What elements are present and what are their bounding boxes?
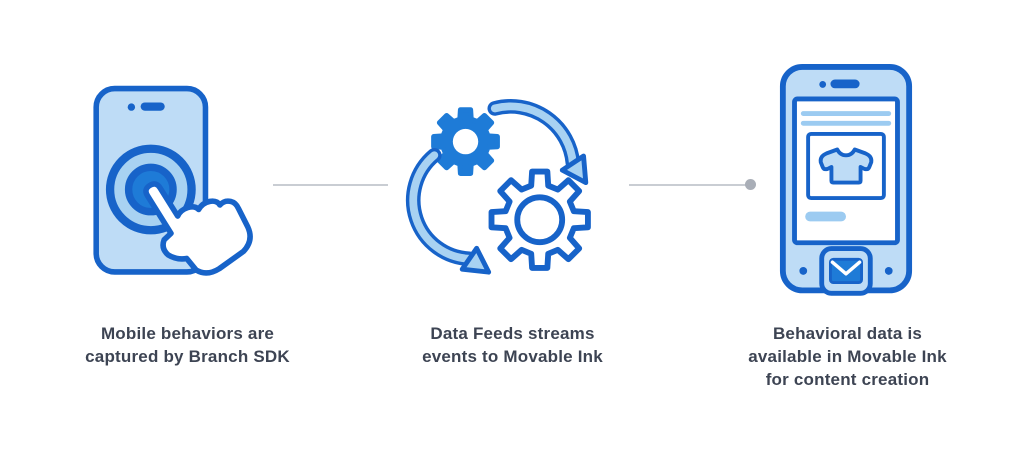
envelope-badge-icon: [819, 246, 873, 296]
camera-dot-icon: [127, 103, 136, 111]
caption-line: captured by Branch SDK: [85, 347, 290, 366]
caption-line: Mobile behaviors are: [100, 324, 275, 343]
caption-line: available in Movable Ink: [748, 347, 947, 366]
connector-line: [273, 184, 388, 186]
cycle-arrow-top-icon: [487, 99, 589, 186]
step-data-feeds: [405, 85, 610, 295]
phone-screen: [792, 96, 900, 246]
phone-tap-icon: [93, 85, 253, 276]
connector-line: [629, 184, 747, 186]
bottom-screw-icon: [884, 267, 893, 275]
step-movable-ink-content: [778, 62, 914, 310]
speaker-pill-icon: [140, 102, 165, 111]
caption-line: for content creation: [765, 370, 930, 389]
caption-line: Behavioral data is: [772, 324, 923, 343]
pointing-hand-icon: [143, 181, 253, 276]
tshirt-icon: [818, 147, 874, 185]
step-mobile-capture: [85, 83, 275, 301]
caption-movable-ink-content: Behavioral data is available in Movable …: [725, 322, 970, 391]
gears-sync-icon: [405, 99, 610, 275]
speaker-pill-icon: [830, 79, 860, 89]
phone-content-email-icon: [779, 64, 913, 296]
caption-mobile-capture: Mobile behaviors are captured by Branch …: [60, 322, 315, 368]
caption-data-feeds: Data Feeds streams events to Movable Ink: [395, 322, 630, 368]
caption-line: events to Movable Ink: [422, 347, 603, 366]
cycle-arrow-left-icon: [405, 147, 492, 275]
bottom-screw-icon: [799, 267, 808, 275]
caption-line: Data Feeds streams: [430, 324, 595, 343]
camera-dot-icon: [819, 81, 827, 88]
connector-dot: [745, 179, 756, 190]
gear-solid-icon: [434, 110, 498, 174]
text-line-placeholder: [805, 211, 846, 222]
gear-outline-icon: [492, 172, 588, 268]
